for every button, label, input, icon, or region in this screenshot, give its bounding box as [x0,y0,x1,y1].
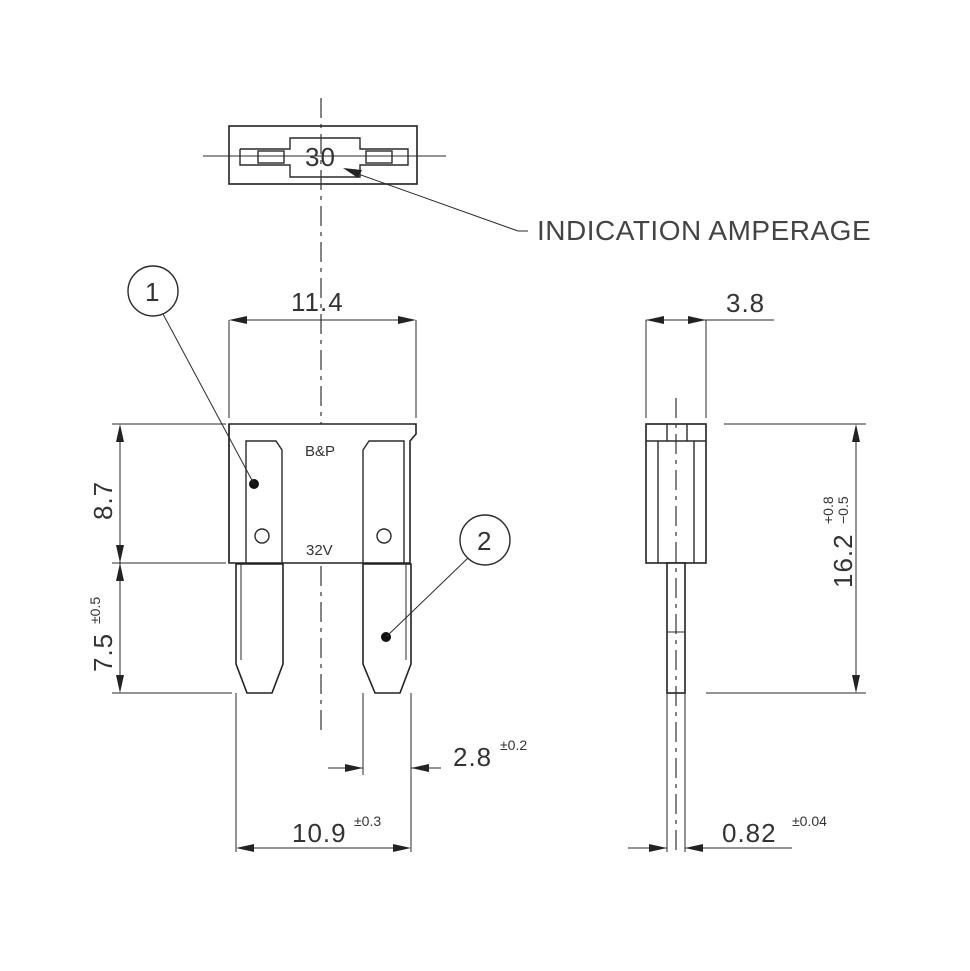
top-view-outline [228,125,418,185]
side-height-arrow-top [852,424,860,442]
amperage-leader-line [346,169,519,232]
blade-width-text: 2.8 [453,742,492,772]
blade-width-arrow-right [411,764,429,772]
height-arrow-mid-down [116,563,124,581]
thickness-arrow-right [688,316,706,324]
callout-2-number: 2 [477,526,492,556]
amperage-value: 30 [305,142,336,172]
side-view: 3.8 16.2 +0.8 −0.5 0.82 ±0.04 [628,288,866,852]
brand-mark: B&P [305,443,335,460]
callout-1-leader [162,313,255,485]
blade-thickness-tolerance: ±0.04 [792,813,827,829]
callout-1-circle [127,265,179,317]
thickness-text: 3.8 [726,288,765,318]
width-arrow-right [398,316,416,324]
top-view-slot [239,137,409,178]
top-view-terminal-right [365,150,393,164]
height-arrow-mid-up [116,545,124,563]
side-height-tolerance-minus: −0.5 [835,496,851,524]
callout-2-leader [385,557,469,638]
height-arrow-bottom [116,675,124,693]
left-terminal-window [245,440,283,563]
callout-2-circle [459,514,511,566]
blade-width-arrow-left [345,764,363,772]
blade-span-tolerance: ±0.3 [354,813,381,829]
front-view: 11.4 B&P 32V 1 2 8.7 [87,265,527,852]
right-blade [362,563,412,694]
top-view-terminal-left [257,150,285,164]
voltage-mark: 32V [306,542,333,559]
blade-thickness-arrow-left [649,844,667,852]
blade-thickness-text: 0.82 [722,818,777,848]
blade-length-tolerance: ±0.5 [87,597,103,624]
right-test-hole [376,528,392,544]
width-arrow-left [229,316,247,324]
side-height-arrow-bottom [852,675,860,693]
side-height-text: 16.2 [828,533,858,588]
blade-span-text: 10.9 [292,818,347,848]
right-terminal-window [362,440,405,563]
blade-thickness-arrow-right [685,844,703,852]
left-test-hole [254,528,270,544]
blade-length-text: 7.5 [88,633,118,672]
span-arrow-right [393,844,411,852]
height-arrow-top [116,424,124,442]
amperage-leader-arrow [343,168,362,178]
thickness-arrow-left [646,316,664,324]
side-height-tolerance-plus: +0.8 [820,496,836,524]
left-blade [235,563,284,694]
top-view: 30 INDICATION AMPERAGE [203,125,871,246]
callout-1-number: 1 [145,277,160,307]
blade-width-tolerance: ±0.2 [500,737,527,753]
width-dimension-text: 11.4 [291,287,344,317]
indication-amperage-label: INDICATION AMPERAGE [537,215,871,246]
span-arrow-left [236,844,254,852]
upper-height-text: 8.7 [88,481,118,520]
